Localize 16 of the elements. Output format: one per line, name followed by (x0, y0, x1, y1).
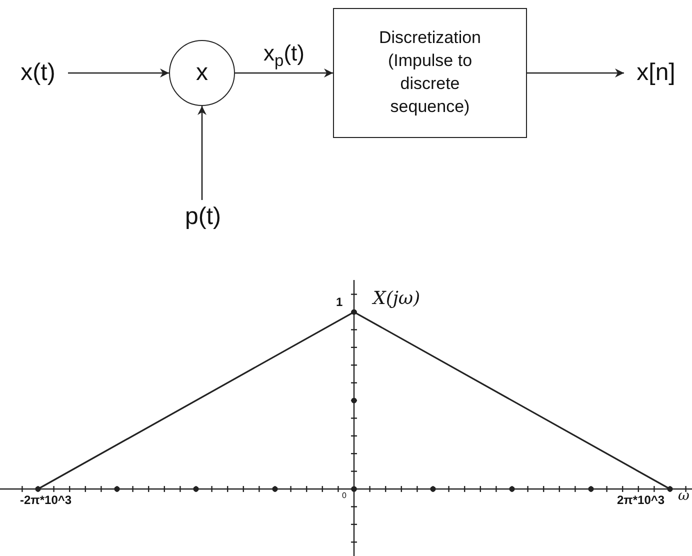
tick-label: 2π*10^3 (617, 494, 665, 506)
arrow (68, 68, 169, 78)
arrow (527, 68, 624, 78)
node-text: Discretization (Impulse to discrete sequence) (378, 27, 482, 118)
axis-label: ω (678, 489, 690, 503)
arrow (198, 106, 206, 200)
arrow (235, 68, 333, 78)
signal-label: p(t) (185, 202, 221, 232)
tick-label: -2π*10^3 (20, 494, 72, 506)
process-box (333, 8, 527, 138)
chart-title: X(jω) (373, 290, 420, 308)
node-text: x (196, 58, 208, 88)
signal-label: x(t) (20, 58, 56, 88)
tick-label: 1 (336, 296, 343, 308)
signal-label: x[n] (636, 58, 676, 88)
tick-label: 0 (342, 492, 346, 500)
